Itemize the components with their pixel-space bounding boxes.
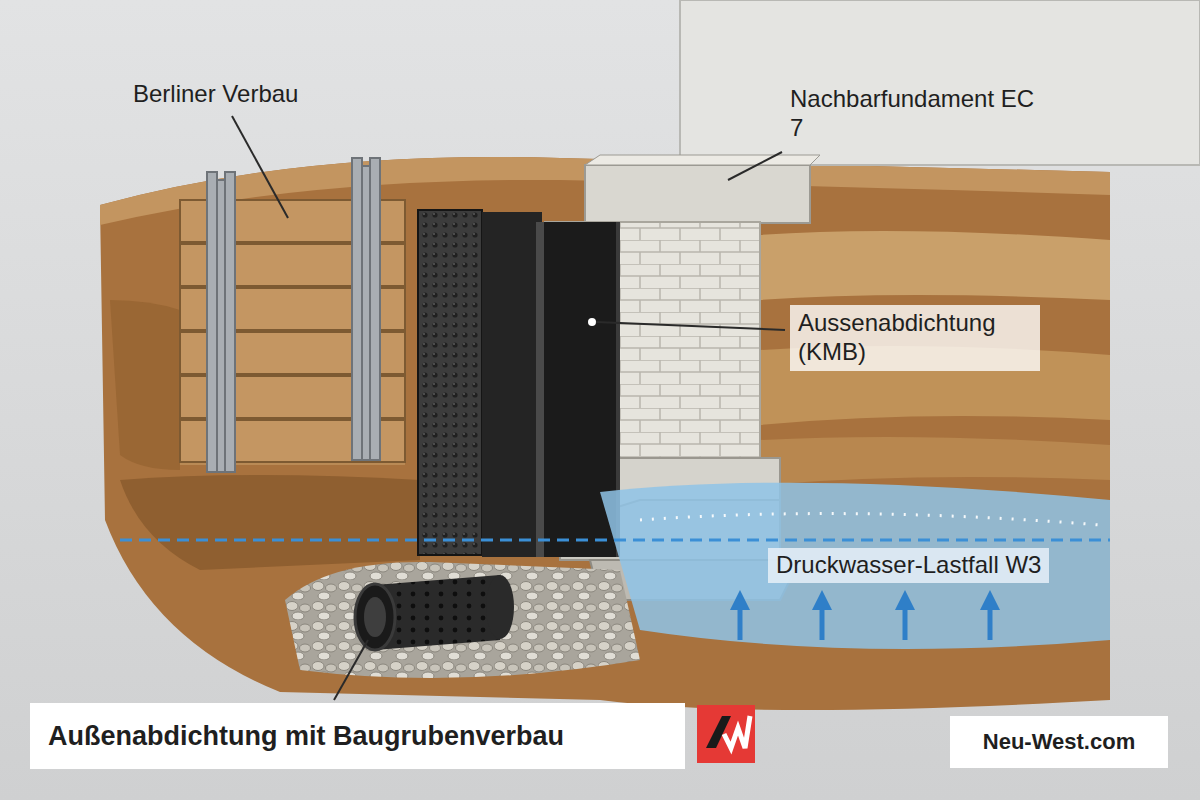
shape-path xyxy=(760,437,1110,485)
shape-path xyxy=(585,155,820,165)
shape-rect xyxy=(370,158,380,460)
shape-polyline xyxy=(724,716,750,748)
shape-path xyxy=(120,475,420,570)
logo xyxy=(697,705,755,763)
shape-path xyxy=(100,157,1110,710)
watermark: Neu-West.com xyxy=(983,729,1135,755)
shape-rect xyxy=(536,222,544,557)
shape-line xyxy=(120,539,1110,542)
title-box: Außenabdichtung mit Baugrubenverbau xyxy=(30,703,685,769)
soil-body xyxy=(100,157,1110,710)
leader-lines xyxy=(232,116,785,700)
part-label-box: Nachbarfundament EC 7 xyxy=(790,85,1035,153)
shape-rect xyxy=(362,166,370,460)
part-label: Nachbarfundament EC 7 xyxy=(790,85,1034,141)
shape-line xyxy=(596,322,785,330)
shape-path xyxy=(640,514,1100,525)
shape-circle xyxy=(588,318,596,326)
soldier-pile-wall xyxy=(180,158,405,472)
shape-rect xyxy=(585,165,810,223)
shape-ellipse xyxy=(355,584,395,650)
part-label-box: Aussenabdichtung (KMB) xyxy=(790,305,1040,371)
shape-path xyxy=(285,562,640,678)
shape-line xyxy=(738,600,743,640)
shape-rect xyxy=(225,172,235,472)
shape-line xyxy=(334,640,368,700)
shape-path xyxy=(600,483,1110,649)
neighbour-building xyxy=(585,0,1200,223)
shape-path xyxy=(110,300,180,470)
part-label: Aussenabdichtung (KMB) xyxy=(798,309,995,365)
shape-rect xyxy=(680,0,1200,165)
shape-line xyxy=(988,600,993,640)
shape-rect xyxy=(680,0,1200,165)
shape-line xyxy=(232,116,288,218)
shape-line xyxy=(728,152,782,180)
drain xyxy=(285,562,640,678)
shape-rect xyxy=(207,172,217,472)
part-label: Berliner Verbau xyxy=(133,80,298,107)
shape-rect xyxy=(697,705,755,763)
shape-line xyxy=(820,600,825,640)
sealing-layers xyxy=(418,210,620,557)
shape-rect xyxy=(418,210,482,555)
shape-path xyxy=(760,231,1110,300)
load-case-label: Druckwasser-Lastfall W3 xyxy=(776,551,1041,578)
shape-rect xyxy=(352,158,362,460)
title: Außenabdichtung mit Baugrubenverbau xyxy=(48,720,564,752)
load-case-label-box: Druckwasser-Lastfall W3 xyxy=(768,548,1049,583)
shape-rect xyxy=(217,180,225,472)
shape-ellipse xyxy=(486,575,514,639)
shape-line xyxy=(903,600,908,640)
shape-ellipse xyxy=(364,597,386,637)
shape-g xyxy=(207,158,380,472)
part-label-box: Berliner Verbau xyxy=(133,80,339,119)
watermark-box: Neu-West.com xyxy=(950,716,1168,768)
shape-rect xyxy=(482,212,542,557)
